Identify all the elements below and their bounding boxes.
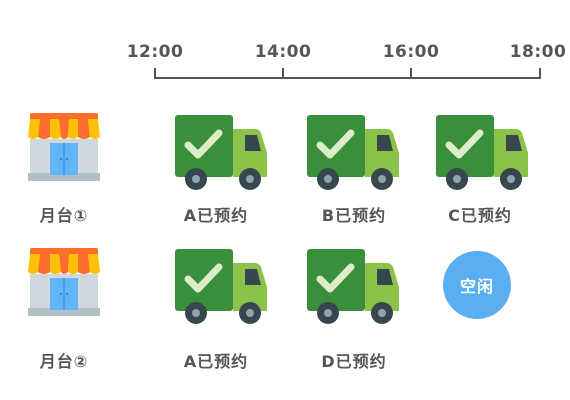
axis-tick <box>410 68 412 79</box>
dock-label: 月台② <box>39 352 89 371</box>
idle-badge: 空闲 <box>443 251 511 319</box>
booking-label: A已预约 <box>183 352 249 371</box>
delivery-truck-check-icon <box>175 249 269 325</box>
axis-tick <box>282 68 284 79</box>
delivery-truck-check-icon <box>307 115 401 191</box>
booking-label: C已预约 <box>448 206 512 225</box>
tick-label-1400: 14:00 <box>254 42 312 62</box>
tick-label-1200: 12:00 <box>126 42 184 62</box>
axis-tick <box>154 68 156 79</box>
delivery-truck-check-icon <box>307 249 401 325</box>
delivery-truck-check-icon <box>175 115 269 191</box>
tick-label-1800: 18:00 <box>509 42 567 62</box>
booking-label: D已预约 <box>321 352 387 371</box>
axis-tick <box>539 68 541 79</box>
tick-label-1600: 16:00 <box>382 42 440 62</box>
dock-label: 月台① <box>39 206 89 225</box>
booking-label: B已预约 <box>321 206 387 225</box>
store-icon <box>26 248 102 318</box>
store-icon <box>26 113 102 183</box>
delivery-truck-check-icon <box>436 115 530 191</box>
axis-line <box>155 77 541 79</box>
booking-label: A已预约 <box>183 206 249 225</box>
